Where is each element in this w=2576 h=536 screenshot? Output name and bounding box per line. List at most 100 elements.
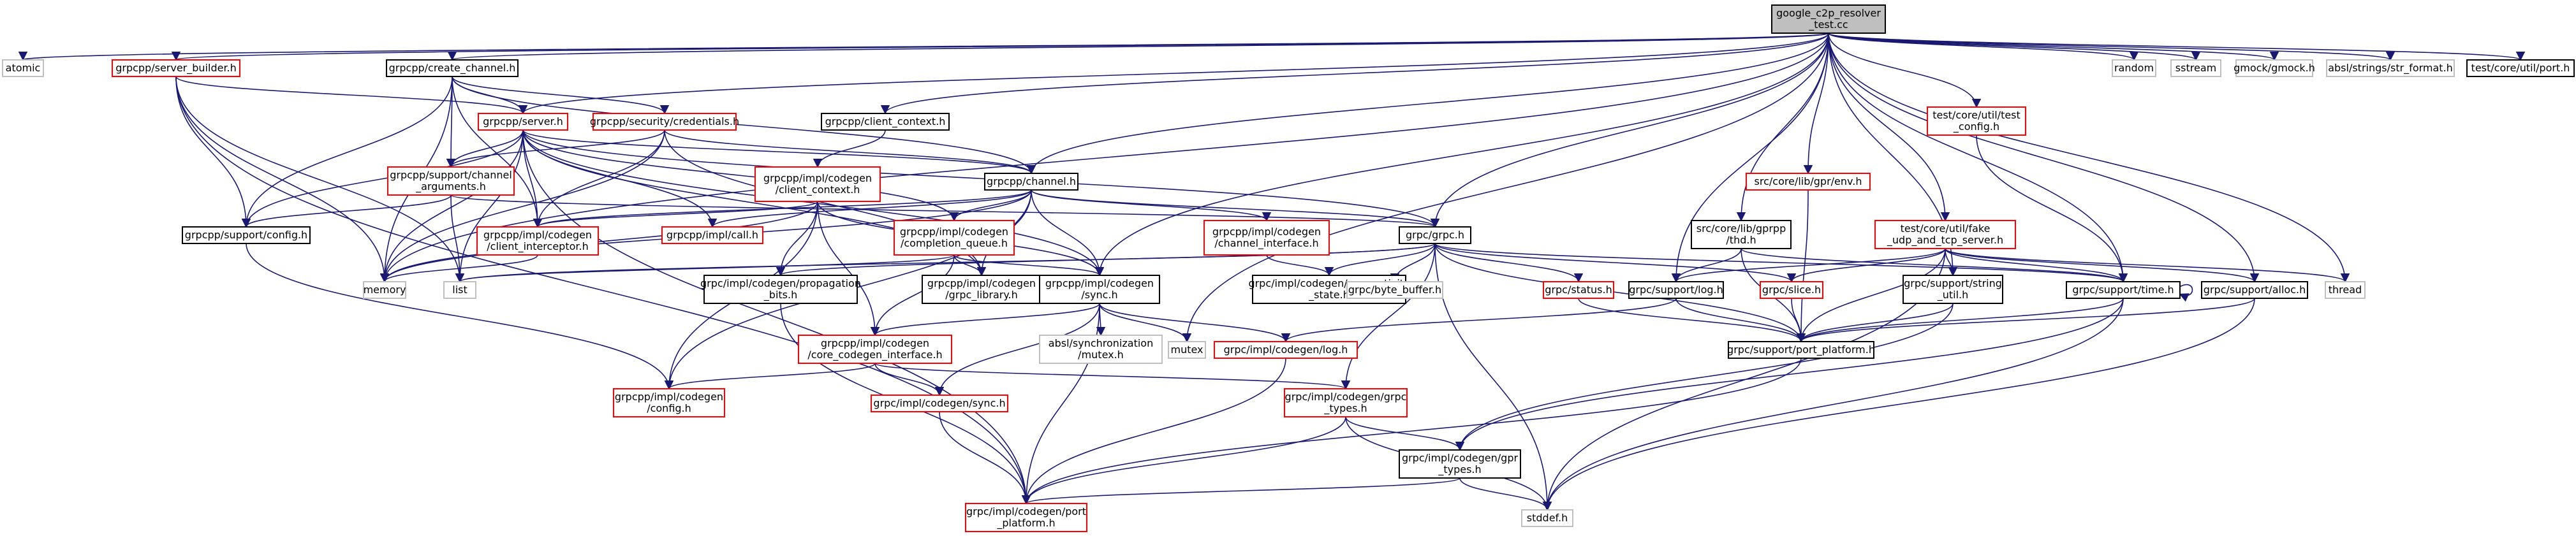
- dependency-edge: [1434, 243, 2128, 283]
- node-status[interactable]: grpc/status.h: [1543, 281, 1614, 299]
- dependency-edge: [1099, 303, 1192, 343]
- node-label: _types.h: [1323, 402, 1367, 415]
- node-client-context[interactable]: grpcpp/client_context.h: [821, 113, 950, 131]
- node-codegen-sync[interactable]: grpcpp/impl/codegen/sync.h: [1039, 275, 1160, 304]
- dependency-edge: [379, 129, 665, 283]
- node-grpc-h[interactable]: grpc/grpc.h: [1399, 226, 1471, 244]
- dependency-edge: [1828, 33, 2138, 61]
- node-label: grpcpp/impl/codegen: [1045, 277, 1154, 289]
- dependency-edge: [1828, 33, 2395, 61]
- node-box: [984, 173, 1078, 191]
- node-impl-client-context[interactable]: grpcpp/impl/codegen/client_context.h: [754, 166, 881, 202]
- node-completion-queue[interactable]: grpcpp/impl/codegen/completion_queue.h: [894, 220, 1015, 256]
- node-label: grpc/impl/codegen/grpc: [1285, 391, 1407, 403]
- node-server-builder[interactable]: grpcpp/server_builder.h: [112, 59, 240, 77]
- dependency-edge: [874, 363, 1350, 390]
- node-label: /thd.h: [1726, 234, 1756, 246]
- dependency-edge: [379, 33, 1829, 283]
- dependency-edge: [446, 129, 524, 168]
- node-label: atomic: [6, 62, 41, 74]
- dependency-edge: [172, 33, 1829, 61]
- node-channel-interface[interactable]: grpcpp/impl/codegen/channel_interface.h: [1203, 220, 1330, 256]
- node-grpc-library[interactable]: grpcpp/impl/codegen/grpc_library.h: [922, 275, 1041, 304]
- node-label: _config.h: [1953, 120, 1999, 133]
- dependency-edge: [448, 33, 1829, 61]
- dependency-edge: [175, 76, 465, 283]
- node-slice[interactable]: grpc/slice.h: [1760, 281, 1823, 299]
- node-codegen-sync-h[interactable]: grpc/impl/codegen/sync.h: [871, 395, 1008, 412]
- node-core-codegen-interface[interactable]: grpcpp/impl/codegen/core_codegen_interfa…: [798, 335, 952, 364]
- node-box: [1284, 388, 1408, 417]
- node-support-time[interactable]: grpc/support/time.h: [2066, 281, 2181, 299]
- node-impl-call[interactable]: grpcpp/impl/call.h: [661, 226, 763, 244]
- node-box: [1214, 341, 1358, 359]
- node-label: grpcpp/channel.h: [987, 175, 1076, 187]
- node-channel-args[interactable]: grpcpp/support/channel_arguments.h: [387, 166, 515, 196]
- node-propagation-bits[interactable]: grpc/impl/codegen/propagation_bits.h: [700, 275, 861, 304]
- node-box: [387, 166, 515, 196]
- node-label: random: [2114, 62, 2154, 74]
- node-tls[interactable]: src/core/lib/gprpp/thd.h: [1691, 220, 1792, 249]
- dependency-edge: [939, 411, 1031, 505]
- dependency-edge: [1455, 298, 2124, 451]
- dependency-edge: [1542, 298, 2255, 511]
- dependency-edge: [1945, 248, 2259, 283]
- node-box: [894, 220, 1015, 256]
- dependency-edge: [953, 254, 987, 277]
- node-gpr-types[interactable]: grpc/impl/codegen/gpr_types.h: [1399, 449, 1521, 479]
- node-box: [1628, 281, 1724, 299]
- node-test-config[interactable]: test/core/util/test_config.h: [1927, 106, 2026, 136]
- node-box: [2170, 59, 2221, 77]
- node-port-platform[interactable]: grpc/support/port_platform.h: [1727, 341, 1875, 359]
- node-memory: memory: [363, 281, 406, 299]
- node-box: [871, 395, 1008, 412]
- node-label: grpc/support/string: [1904, 277, 2002, 289]
- node-label: grpc/support/port_platform.h: [1727, 344, 1875, 356]
- dependency-edge: [881, 33, 1829, 115]
- node-label: _test.cc: [1808, 18, 1848, 31]
- node-label: absl/synchronization: [1049, 337, 1153, 349]
- node-box: [478, 113, 568, 131]
- node-util-port[interactable]: test/core/util/port.h: [2466, 59, 2575, 77]
- dependency-edge: [665, 363, 876, 390]
- node-box: [1039, 335, 1163, 364]
- dependency-edge: [1021, 416, 1346, 505]
- node-label: grpc/support/time.h: [2072, 284, 2174, 296]
- node-client-interceptor[interactable]: grpcpp/impl/codegen/client_interceptor.h: [476, 226, 599, 256]
- node-channel[interactable]: grpcpp/channel.h: [984, 173, 1078, 191]
- node-env[interactable]: src/core/lib/gpr/env.h: [1746, 173, 1871, 191]
- dependency-edge: [1021, 358, 1286, 505]
- node-codegen-port-platform[interactable]: grpc/impl/codegen/port_platform.h: [965, 503, 1087, 532]
- dependency-edge: [1459, 477, 1552, 511]
- node-create-channel[interactable]: grpcpp/create_channel.h: [386, 59, 519, 77]
- dependency-edge: [1026, 33, 1829, 175]
- node-label: grpcpp/impl/codegen: [763, 172, 872, 184]
- node-label: grpcpp/impl/codegen: [900, 226, 1008, 238]
- dependency-edge: [246, 243, 674, 390]
- dependency-edge: [1796, 298, 2124, 343]
- dependency-edge: [1031, 189, 1271, 222]
- node-grpc-types[interactable]: grpc/impl/codegen/grpc_types.h: [1284, 388, 1408, 417]
- dependency-edge: [1578, 298, 1806, 343]
- node-label: grpcpp/server.h: [483, 115, 563, 127]
- node-server[interactable]: grpcpp/server.h: [478, 113, 568, 131]
- dependency-edge: [1828, 33, 1950, 222]
- dependency-edge: [1182, 33, 1829, 343]
- node-credentials[interactable]: grpcpp/security/credentials.h: [590, 113, 739, 131]
- node-label: google_c2p_resolver: [1776, 7, 1881, 20]
- node-support-alloc[interactable]: grpc/support/alloc.h: [2201, 281, 2308, 299]
- node-string-util[interactable]: grpc/support/string_util.h: [1903, 275, 2003, 304]
- dependency-edge: [446, 129, 665, 168]
- dependency-edge: [379, 254, 538, 283]
- node-fake-server[interactable]: test/core/util/fake_udp_and_tcp_server.h: [1874, 220, 2016, 249]
- node-support-log[interactable]: grpc/support/log.h: [1628, 281, 1724, 299]
- dependency-edge: [870, 254, 955, 337]
- node-support-config[interactable]: grpcpp/support/config.h: [182, 226, 311, 244]
- dependency-edge: [1022, 477, 1461, 505]
- node-box: [476, 226, 599, 256]
- node-label: grpc/status.h: [1545, 284, 1612, 296]
- node-label: stddef.h: [1527, 512, 1568, 524]
- node-codegen-log[interactable]: grpc/impl/codegen/log.h: [1214, 341, 1358, 359]
- node-root[interactable]: google_c2p_resolver_test.cc: [1771, 4, 1886, 34]
- node-codegen-config[interactable]: grpcpp/impl/codegen/config.h: [613, 388, 725, 417]
